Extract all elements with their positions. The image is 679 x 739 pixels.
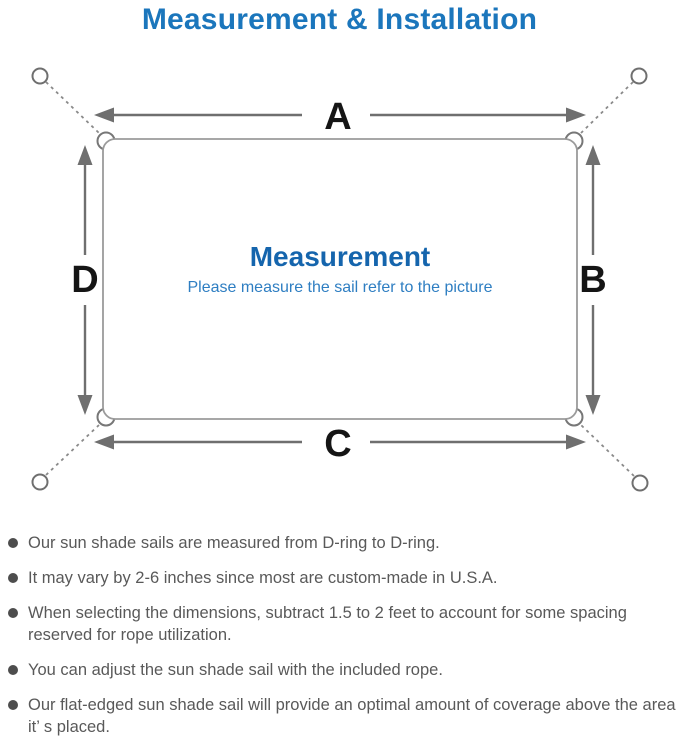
- diagram-center-subtitle: Please measure the sail refer to the pic…: [187, 279, 492, 296]
- arrowhead-b-top: [585, 145, 601, 165]
- arrowhead-d-bottom: [77, 395, 93, 415]
- anchor-circle-bottom-left: [31, 473, 49, 491]
- arrowhead-a-right: [566, 107, 586, 123]
- anchor-points: [31, 67, 649, 492]
- sail-measurement-diagram: A C D B Measurement Please meas: [31, 67, 649, 492]
- rope-top-right-line: [580, 81, 634, 134]
- rope-bottom-left-line: [45, 424, 100, 476]
- arrowhead-d-top: [77, 145, 93, 165]
- diagram-center-title: Measurement: [250, 241, 431, 272]
- arrowhead-c-left: [94, 434, 114, 450]
- anchor-circle-top-left: [31, 67, 49, 85]
- note-item-adjust-rope: You can adjust the sun shade sail with t…: [0, 659, 679, 681]
- arrowhead-c-right: [566, 434, 586, 450]
- dimension-a: A: [94, 96, 586, 138]
- note-text: You can adjust the sun shade sail with t…: [28, 661, 443, 679]
- dimension-label-b: B: [579, 259, 606, 301]
- dimension-b: B: [579, 145, 607, 415]
- bullet-dot-icon: [8, 665, 18, 675]
- note-text: When selecting the dimensions, subtract …: [28, 604, 627, 644]
- rope-bottom-right-line: [580, 424, 635, 477]
- note-text: Our sun shade sails are measured from D-…: [28, 534, 440, 552]
- bullet-dot-icon: [8, 573, 18, 583]
- note-item-vary-inches: It may vary by 2-6 inches since most are…: [0, 567, 679, 589]
- rope-top-left-line: [45, 81, 100, 134]
- page-title: Measurement & Installation: [141, 3, 538, 36]
- arrowhead-b-bottom: [585, 395, 601, 415]
- dimension-d: D: [71, 145, 99, 415]
- bullet-dot-icon: [8, 700, 18, 710]
- dimension-label-a: A: [324, 96, 351, 138]
- note-item-flat-edged-coverage: Our flat-edged sun shade sail will provi…: [0, 694, 679, 738]
- dimension-label-d: D: [71, 259, 98, 301]
- note-item-subtract-feet: When selecting the dimensions, subtract …: [0, 602, 679, 646]
- note-text: It may vary by 2-6 inches since most are…: [28, 569, 498, 587]
- anchor-rope-lines: [45, 81, 635, 477]
- arrowhead-a-left: [94, 107, 114, 123]
- sail-outline: [102, 138, 578, 420]
- anchor-circle-top-right: [630, 67, 648, 85]
- anchor-circle-bottom-right: [631, 474, 649, 492]
- bullet-dot-icon: [8, 608, 18, 618]
- notes-list: Our sun shade sails are measured from D-…: [0, 527, 679, 739]
- note-item-measured-dring: Our sun shade sails are measured from D-…: [0, 532, 679, 554]
- dimension-label-c: C: [324, 423, 351, 465]
- dimension-c: C: [94, 423, 586, 465]
- note-text: Our flat-edged sun shade sail will provi…: [28, 696, 676, 736]
- bullet-dot-icon: [8, 538, 18, 548]
